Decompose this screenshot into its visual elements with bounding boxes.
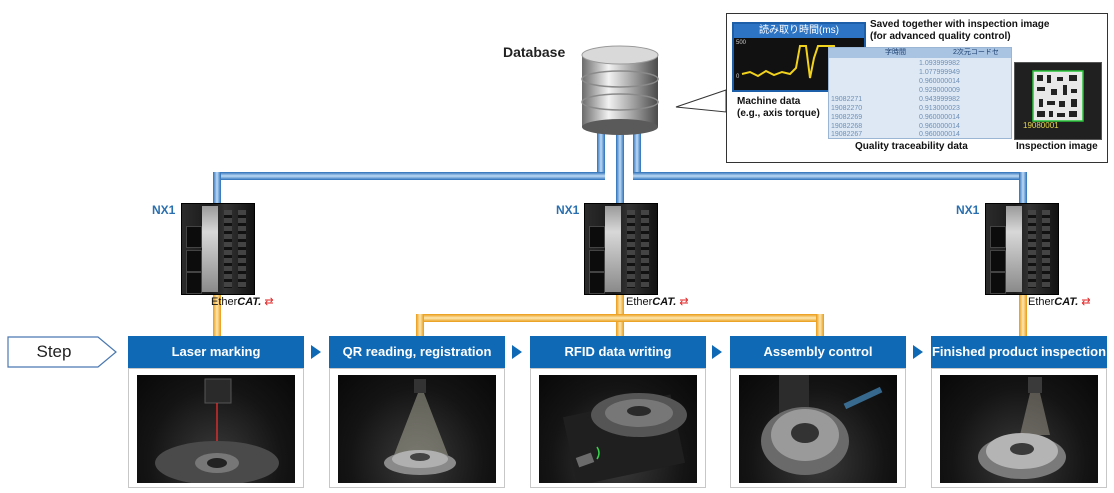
table-row: 1.077999949 xyxy=(919,69,960,76)
graph-y-min: 0 xyxy=(736,74,740,80)
callout-pointer xyxy=(675,89,727,113)
database-icon xyxy=(581,45,659,135)
controller-1-image xyxy=(181,203,255,295)
database-label: Database xyxy=(503,44,566,60)
traceability-table: 字時間 2次元コードセ 1.093999982 1.077999949 0.96… xyxy=(828,47,1012,139)
process-assembly-control: Assembly control xyxy=(730,336,906,368)
process-laser-marking: Laser marking xyxy=(128,336,304,368)
qr-reading-photo xyxy=(329,368,505,488)
rfid-writing-photo xyxy=(530,368,706,488)
inspection-caption: Inspection image xyxy=(1016,141,1098,152)
flow-arrow xyxy=(311,345,321,359)
graph-y-max: 500 xyxy=(736,40,747,46)
flow-arrow xyxy=(712,345,722,359)
assembly-control-photo xyxy=(730,368,906,488)
table-header: 字時間 2次元コードセ xyxy=(829,48,1011,58)
step-arrow-shape xyxy=(7,336,117,368)
controller-3-label: NX1 xyxy=(956,203,980,217)
table-row: 0.929000009 xyxy=(919,87,960,94)
ethernet-bus xyxy=(213,132,1027,204)
process-finished-inspection: Finished product inspection xyxy=(931,336,1107,368)
laser-marking-photo xyxy=(128,368,304,488)
step-label: Step xyxy=(36,342,72,361)
flow-arrow xyxy=(512,345,522,359)
controller-1-label: NX1 xyxy=(152,203,176,217)
inspection-image: 19080001 xyxy=(1014,62,1102,140)
table-row: 0.960000014 xyxy=(919,78,960,85)
controller-2-label: NX1 xyxy=(556,203,580,217)
quality-caption: Quality traceability data xyxy=(855,141,968,152)
graph-title: 読み取り時間(ms) xyxy=(734,24,864,38)
ethercat-logo-2: EtherCAT. ⇄ xyxy=(626,296,689,308)
ethercat-bus xyxy=(213,292,1027,336)
step-label-box: Step xyxy=(8,336,116,368)
ethercat-logo-1: EtherCAT. ⇄ xyxy=(211,296,274,308)
finished-inspection-photo xyxy=(931,368,1107,488)
qr-code-icon xyxy=(1032,70,1084,122)
saved-together-text: Saved together with inspection image (fo… xyxy=(870,19,1050,42)
flow-arrow xyxy=(913,345,923,359)
controller-3-image xyxy=(985,203,1059,295)
ethercat-logo-3: EtherCAT. ⇄ xyxy=(1028,296,1091,308)
process-qr-reading: QR reading, registration xyxy=(329,336,505,368)
table-row: 1.093999982 xyxy=(919,60,960,67)
inspection-overlay-text: 19080001 xyxy=(1023,121,1059,130)
controller-2-image xyxy=(584,203,658,295)
machine-data-text: Machine data (e.g., axis torque) xyxy=(737,96,820,119)
process-rfid-writing: RFID data writing xyxy=(530,336,706,368)
